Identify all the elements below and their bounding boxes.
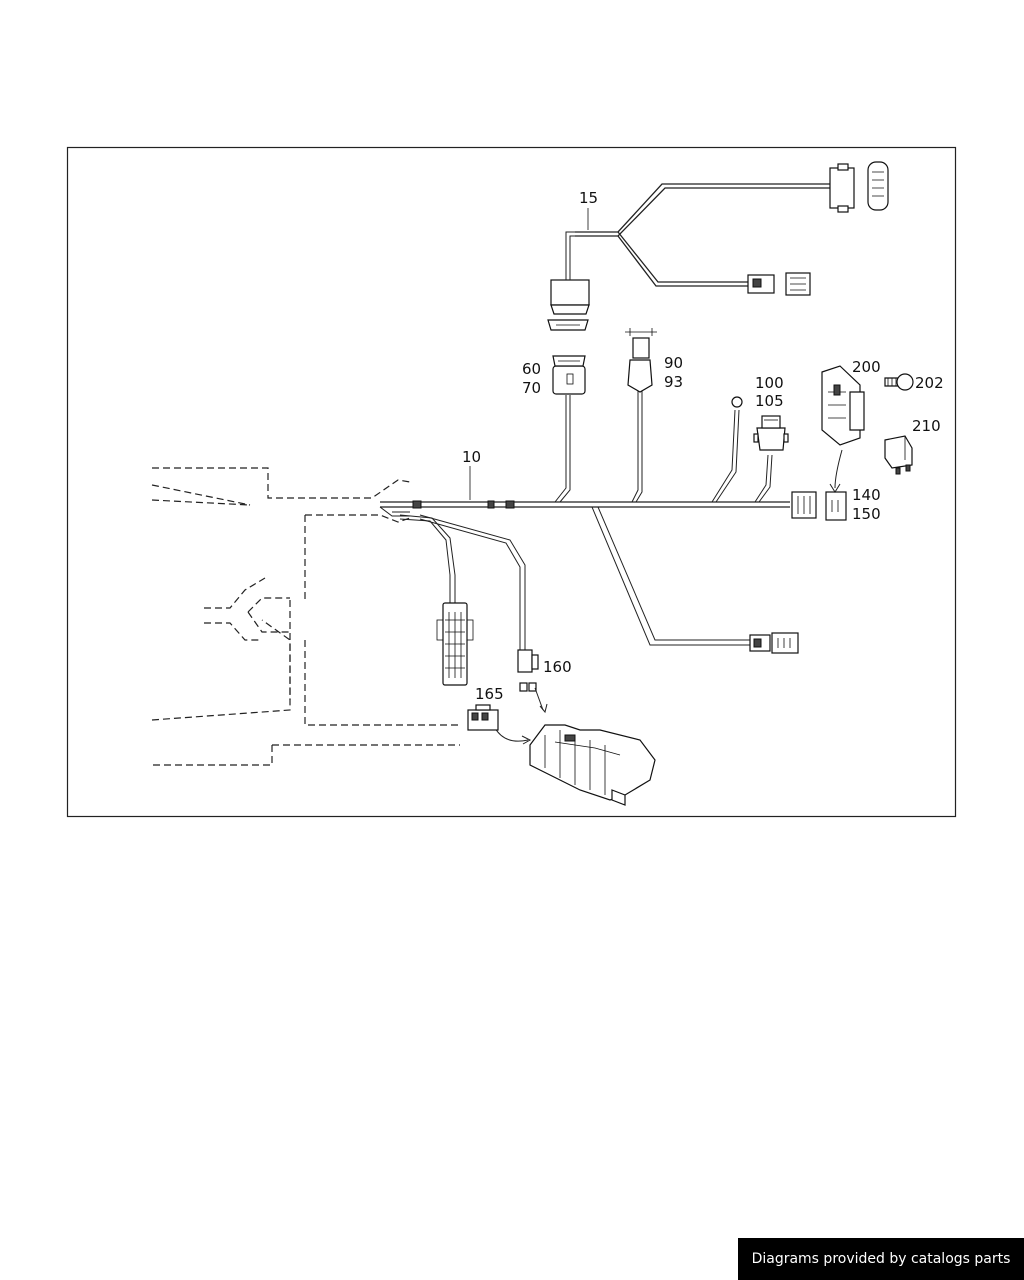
callout-150: 150 — [852, 505, 881, 523]
branch-to-bottom-right-connector — [591, 506, 799, 654]
harness-15 — [550, 161, 889, 315]
ground-wire — [711, 396, 743, 503]
callout-200: 200 — [852, 358, 881, 376]
diagram-frame — [66, 146, 957, 818]
callout-140: 140 — [852, 486, 881, 504]
branch-to-large-connector — [399, 514, 474, 686]
branch-to-connector-60 — [547, 319, 589, 503]
control-module-200 — [821, 365, 865, 446]
callout-labels: 10 15 60 70 90 93 100 105 140 150 160 16… — [462, 189, 944, 703]
connector-140 — [791, 449, 847, 521]
relay-210 — [884, 435, 913, 475]
screw-202 — [884, 373, 914, 391]
callout-10: 10 — [462, 448, 481, 466]
callout-160: 160 — [543, 658, 572, 676]
footer-caption: Diagrams provided by catalogs parts — [738, 1238, 1024, 1280]
callout-202: 202 — [915, 374, 944, 392]
callout-93: 93 — [664, 373, 683, 391]
callout-70: 70 — [522, 379, 541, 397]
branch-to-connector-160 — [419, 514, 539, 692]
callout-165: 165 — [475, 685, 504, 703]
callout-90: 90 — [664, 354, 683, 372]
callout-100: 100 — [755, 374, 784, 392]
vehicle-outline-dashed — [151, 467, 460, 766]
fuse-relay-box — [494, 687, 656, 806]
callout-210: 210 — [912, 417, 941, 435]
callout-105: 105 — [755, 392, 784, 410]
connector-165 — [467, 704, 499, 731]
branch-to-connector-90 — [625, 328, 657, 503]
main-harness-trunk — [379, 500, 790, 517]
callout-60: 60 — [522, 360, 541, 378]
callout-15: 15 — [579, 189, 598, 207]
branch-to-connector-100 — [753, 415, 789, 503]
